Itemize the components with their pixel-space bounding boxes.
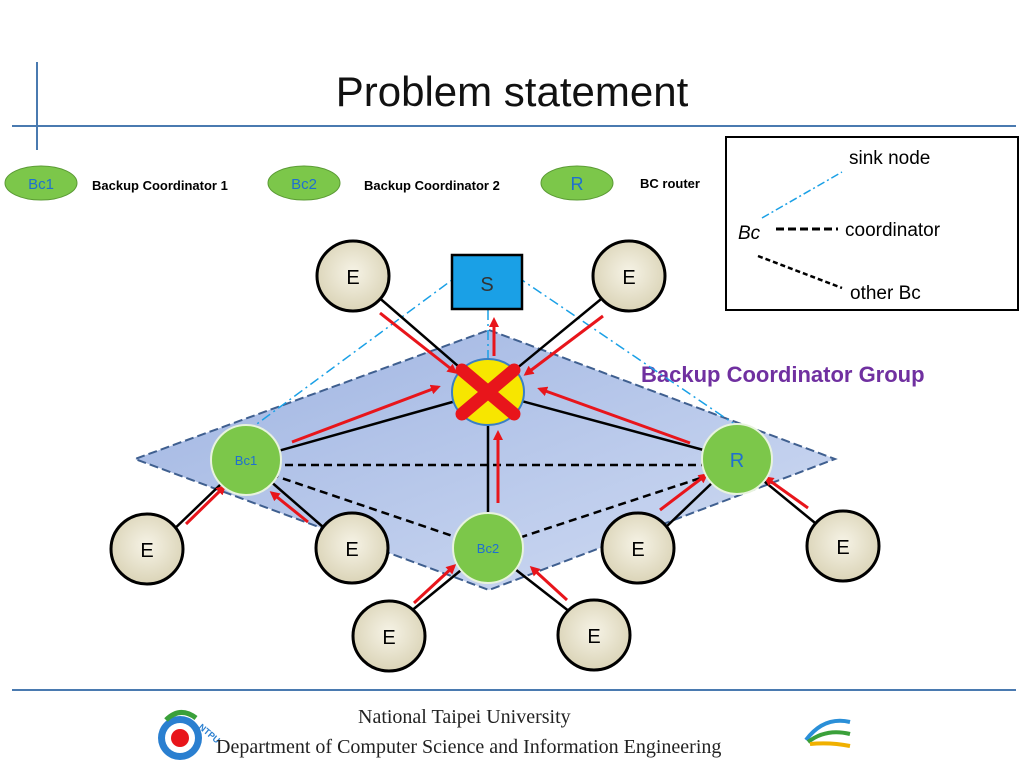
end-device-2: E (591, 239, 667, 313)
end-device-7: E (351, 599, 427, 673)
end-device-8: E (556, 598, 632, 672)
arrow-e1-to-coordinator (379, 311, 458, 374)
legend-badge-bc2-label: Bc2 (291, 176, 317, 193)
data-flow-arrows (184, 311, 809, 605)
dashed-links (245, 463, 738, 550)
end-device-label: E (836, 537, 849, 559)
router-node: R (701, 423, 773, 495)
bc1-node: Bc1 (210, 424, 282, 496)
csie-logo-icon (804, 718, 851, 748)
legend-sink-line (761, 171, 843, 219)
router-node-label: R (730, 450, 744, 472)
sink-node: S (450, 253, 524, 311)
legend-badge-router-label: R (571, 174, 584, 194)
legend-desc-router: BC router (640, 176, 700, 191)
arrow-e7-to-bc2 (412, 563, 457, 605)
backup-coordinator-group-label: Backup Coordinator Group (641, 362, 925, 387)
arrow-router-to-coordinator (537, 386, 691, 445)
end-device-6: E (805, 509, 881, 583)
end-device-label: E (140, 540, 153, 562)
slide-title: Problem statement (335, 68, 689, 115)
sink-link-router (521, 279, 741, 429)
arrow-e8-to-bc2 (529, 565, 569, 602)
bc2-node-label: Bc2 (477, 541, 499, 556)
legend-badge-bc2: Bc2 (267, 165, 341, 201)
legend-other-bc-line (757, 254, 843, 290)
legend-other-bc-label: other Bc (850, 283, 921, 304)
legend-sink-label: sink node (849, 148, 930, 169)
failed-coordinator-node (451, 358, 525, 426)
arrow-e6-to-router (763, 476, 809, 510)
ntpu-logo-icon: NTPU (158, 710, 222, 760)
legend-badge-bc1: Bc1 (4, 165, 78, 201)
end-device-label: E (631, 539, 644, 561)
line-legend-box: Bc sink node coordinator other Bc (725, 136, 1019, 311)
footer-department: Department of Computer Science and Infor… (216, 736, 722, 758)
legend-bc-label: Bc (738, 223, 761, 244)
end-device-label: E (622, 267, 635, 289)
arrow-e5-to-router (659, 473, 709, 512)
end-device-label: E (345, 539, 358, 561)
sink-link-bc1 (245, 279, 453, 433)
bc1-node-label: Bc1 (235, 453, 257, 468)
arrow-bc1-to-coordinator (291, 384, 441, 444)
end-device-label: E (382, 627, 395, 649)
legend-desc-bc1: Backup Coordinator 1 (92, 178, 228, 193)
legend-badge-bc1-label: Bc1 (28, 176, 54, 193)
arrow-e4-to-bc1 (269, 491, 309, 524)
bc2-node: Bc2 (452, 512, 524, 584)
legend-coordinator-label: coordinator (845, 220, 941, 241)
end-device-5: E (600, 511, 676, 585)
arrow-e2-to-coordinator (523, 314, 604, 376)
end-device-label: E (587, 626, 600, 648)
sink-node-label: S (480, 274, 493, 296)
legend-desc-bc2: Backup Coordinator 2 (364, 178, 500, 193)
legend-badge-router: R (540, 165, 614, 201)
end-device-3: E (109, 512, 185, 586)
end-device-label: E (346, 267, 359, 289)
arrow-e3-to-bc1 (184, 484, 227, 526)
footer-university: National Taipei University (358, 706, 571, 728)
end-device-4: E (314, 511, 390, 585)
end-device-1: E (315, 239, 391, 313)
failure-x-icon (455, 363, 521, 421)
